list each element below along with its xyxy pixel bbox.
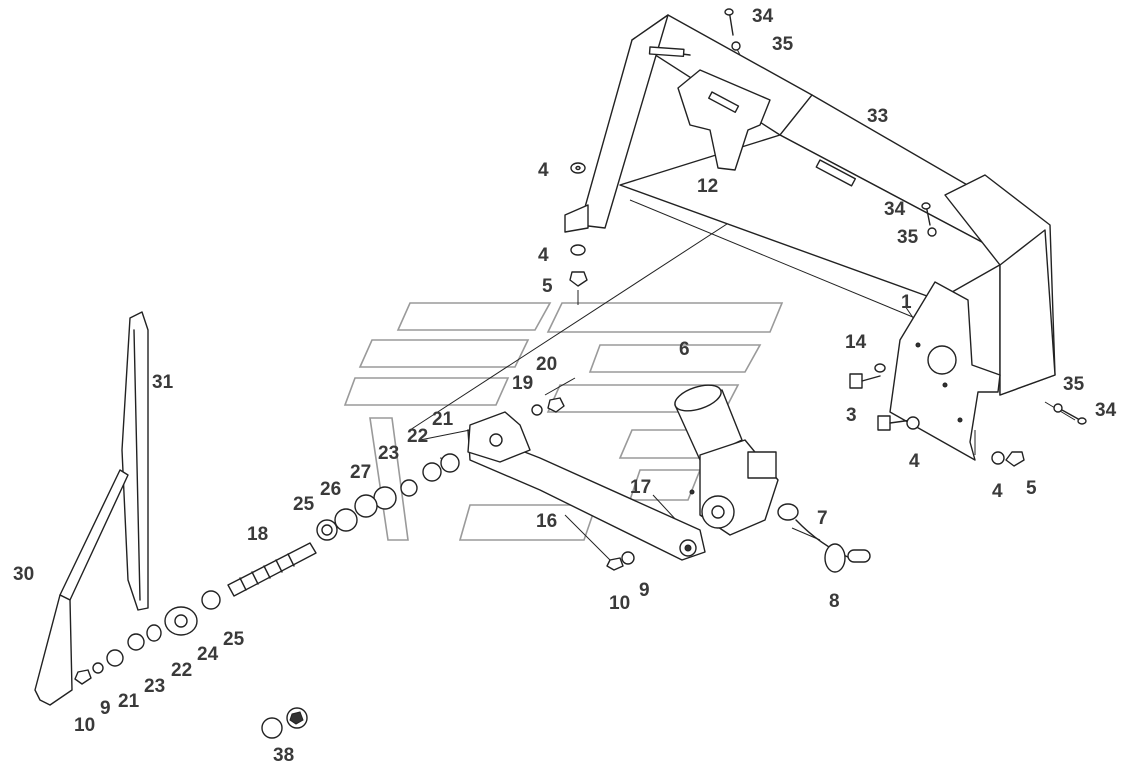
parts-38: [261, 707, 308, 739]
linkage-16: [467, 411, 706, 561]
callout-34-mid: 34: [884, 199, 906, 220]
callout-33: 33: [867, 106, 888, 127]
callout-8: 8: [829, 591, 840, 612]
spindle-parts: [316, 453, 460, 541]
callout-9-mid: 9: [639, 580, 650, 601]
callout-12: 12: [697, 176, 718, 197]
callout-1: 1: [901, 292, 912, 313]
callout-35-right: 35: [1063, 374, 1085, 395]
callout-5-upper: 5: [542, 276, 553, 297]
callout-38: 38: [273, 745, 294, 766]
callout-19: 19: [512, 373, 533, 394]
callout-10-mid: 10: [609, 593, 630, 614]
callout-34-top: 34: [752, 6, 774, 27]
washer-9-10: [606, 551, 635, 571]
callout-23-lower: 23: [144, 676, 165, 697]
callout-10-lower: 10: [74, 715, 95, 736]
callout-20: 20: [536, 354, 557, 375]
screw-34-top: [724, 8, 741, 51]
callout-4-lower: 4: [538, 245, 549, 266]
wiper-motor-6: [674, 384, 779, 536]
screw-34-mid: [921, 202, 937, 237]
callout-22-upper: 22: [407, 426, 428, 447]
callout-24: 24: [197, 644, 219, 665]
nut-5: [569, 271, 588, 287]
callout-5-right: 5: [1026, 478, 1037, 499]
spindle-18: [227, 542, 317, 597]
callout-21-upper: 21: [432, 409, 454, 430]
callout-22-lower: 22: [171, 660, 192, 681]
callout-14: 14: [845, 332, 867, 353]
callout-35-top: 35: [772, 34, 794, 55]
callout-4-right: 4: [909, 451, 920, 472]
mounting-plate-1: [889, 281, 1001, 461]
callout-27: 27: [350, 462, 371, 483]
callout-16: 16: [536, 511, 557, 532]
callout-4-bottom-right: 4: [992, 481, 1003, 502]
watermark-logo: [343, 302, 784, 541]
nut-20: [547, 397, 565, 413]
callout-7: 7: [817, 508, 828, 529]
callout-4-upper: 4: [538, 160, 549, 181]
lower-spindle-parts: [74, 590, 221, 685]
washer-4-lower: [570, 244, 586, 256]
callout-34-right: 34: [1095, 400, 1117, 421]
callout-17: 17: [630, 477, 651, 498]
washer-4-upper: [570, 162, 586, 174]
wiper-arm-30: [34, 469, 129, 706]
screw-34-right: [1053, 403, 1087, 425]
callout-3: 3: [846, 405, 857, 426]
callout-18: 18: [247, 524, 268, 545]
bolt-14: [849, 363, 886, 389]
callout-21-lower: 21: [118, 691, 140, 712]
callout-35-mid: 35: [897, 227, 919, 248]
cable-7-8: [777, 503, 871, 573]
bracket-33: [564, 14, 1056, 396]
callout-25-lower: 25: [223, 629, 245, 650]
bolt-3: [877, 415, 920, 431]
callout-30: 30: [13, 564, 34, 585]
callout-23-upper: 23: [378, 443, 399, 464]
callout-6: 6: [679, 339, 690, 360]
callout-9-lower: 9: [100, 698, 111, 719]
callout-26: 26: [320, 479, 341, 500]
wiper-blade-31: [121, 311, 149, 611]
callout-25-upper: 25: [293, 494, 315, 515]
washer-nut-right: [991, 451, 1025, 467]
callout-labels: 34 35 33 4 12 34 35 4 5 1 6 14 31 20 19 …: [13, 6, 1117, 766]
washer-19: [531, 404, 543, 416]
callout-31: 31: [152, 372, 174, 393]
